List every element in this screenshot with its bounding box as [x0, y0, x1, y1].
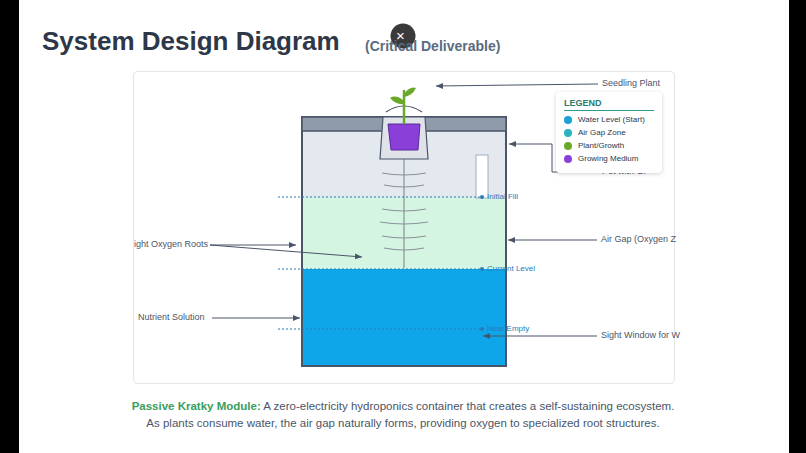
- legend-text: Growing Medium: [578, 154, 638, 163]
- leaf: [390, 97, 404, 105]
- legend-row: Water Level (Start): [564, 115, 654, 124]
- page-title: System Design Diagram: [42, 26, 340, 57]
- legend-text: Plant/Growth: [578, 141, 624, 150]
- main-root: [403, 152, 404, 268]
- callout-label: Air Gap (Oxygen Z: [601, 234, 676, 244]
- root-hairs: [380, 173, 428, 250]
- legend-box: LEGEND Water Level (Start) Air Gap ZonePl…: [556, 92, 662, 173]
- growing-medium: [388, 124, 420, 150]
- side-bar: [0, 0, 19, 453]
- level-dots: [480, 195, 484, 331]
- legend-text: Water Level (Start): [578, 115, 645, 124]
- sight-window: [476, 155, 488, 198]
- callout-label: Sight Window for W: [601, 330, 680, 340]
- legend-title: LEGEND: [564, 98, 654, 111]
- legend-row: Growing Medium: [564, 154, 654, 163]
- callout-label: ight Oxygen Roots: [134, 239, 208, 249]
- legend-row: Air Gap Zone: [564, 128, 654, 137]
- legend-swatch: [564, 155, 572, 163]
- close-icon: ×: [396, 27, 405, 44]
- title-note: (Critical Deliverable): [365, 38, 500, 54]
- legend-swatch: [564, 116, 572, 124]
- card: [134, 72, 675, 384]
- legend-text: Air Gap Zone: [578, 128, 626, 137]
- side-bar: [789, 0, 806, 453]
- leader-lines: [210, 84, 598, 336]
- nutrient-solution: [303, 269, 505, 365]
- legend-swatch: [564, 129, 572, 137]
- legend-row: Plant/Growth: [564, 141, 654, 150]
- caption-lead: Passive Kratky Module:: [132, 400, 261, 412]
- legend-swatch: [564, 142, 572, 150]
- level-label: Current Level: [487, 264, 535, 273]
- callout-label: Seedling Plant: [602, 78, 660, 88]
- level-label: Near Empty: [487, 324, 529, 333]
- callout-label: Nutrient Solution: [138, 312, 205, 322]
- leaf: [404, 88, 416, 97]
- level-lines: [278, 197, 482, 329]
- level-label: Initial Fill: [487, 192, 518, 201]
- caption-block: Passive Kratky Module: A zero-electricit…: [130, 398, 676, 432]
